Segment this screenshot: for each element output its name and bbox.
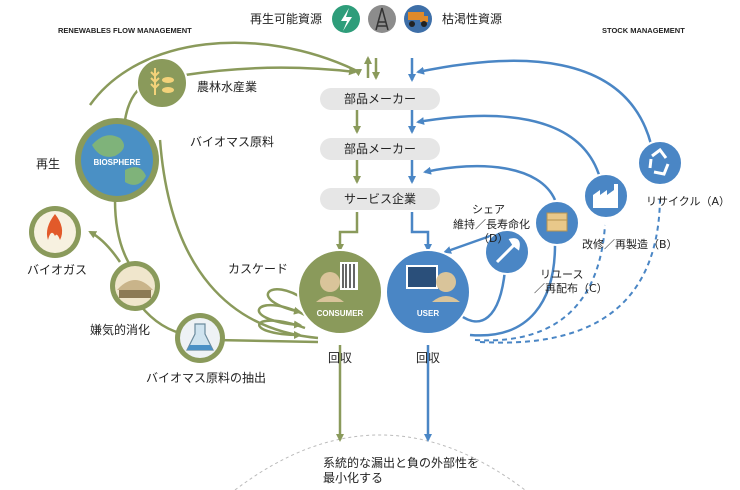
cascade-loop-3 [257,319,306,339]
maintain-label: 維持／長寿命化 [453,217,530,231]
user-label: USER [417,309,439,318]
arc-anaer-gas [88,230,122,263]
renewable-flows [88,41,380,442]
biomass-extraction-node [175,313,225,363]
reuse-label: リユース [540,268,583,281]
arc-extract-consumer [214,338,319,344]
wrench-icon [495,238,520,264]
parts-maker-box-1: 部品メーカー [320,88,440,110]
bottom-text-line2: 最小化する [323,471,383,485]
arc-bio-anaer [113,199,132,266]
share-label: シェア [472,203,505,216]
arc-recycle [416,59,657,166]
monitor-icon [406,265,438,289]
person-head-icon [320,272,340,292]
arc-remanufacture [416,114,602,179]
arc-top [88,41,363,106]
flow-b-v3 [410,212,432,252]
agriculture-label: 農林水産業 [197,79,257,94]
cascade-label: カスケード [228,262,288,276]
box-package-icon [546,212,568,232]
arc-low-b [474,224,606,342]
biomass-material-label: バイオマス原料 [190,135,274,149]
flame-icon [46,214,63,240]
consumer-node: CONSUMER [297,249,383,335]
biosphere-label: BIOSPHERE [93,158,141,167]
remanufacture-node [583,173,629,219]
consumer-collection-label: 回収 [328,351,352,365]
arc-low-a [479,194,661,344]
user-node: USER [385,249,471,335]
parts-maker-box-2: 部品メーカー [320,138,440,160]
maintain-letter-label: （D） [478,232,508,245]
continent-shape-2 [125,167,146,185]
flow-v3 [336,212,359,252]
biomass-extraction-label: バイオマス原料の抽出 [146,371,266,385]
digester-dome-icon [117,280,153,290]
continent-shape [92,135,124,157]
person-head-icon [436,272,456,292]
anaerobic-digestion-node [110,261,160,311]
bottom-text-line1: 系統的な漏出と負の外部性を [323,455,479,470]
redistribute-label: ／再配布（C） [534,282,608,295]
stock-flows [408,58,657,442]
arc-low-d [459,269,507,323]
renewables-flow-title: RENEWABLES FLOW MANAGEMENT [58,26,192,35]
recycle-node [637,140,683,186]
renewable-resource-label: 再生可能資源 [250,12,322,26]
user-collection-label: 回収 [416,351,440,365]
oil-derrick-icon [368,5,396,33]
agriculture-node [136,57,188,109]
consumer-label: CONSUMER [317,309,364,318]
biosphere-node: BIOSPHERE [75,118,159,202]
stock-management-title: STOCK MANAGEMENT [602,26,685,35]
arc-low-c [469,244,557,337]
regeneration-label: 再生 [36,157,60,171]
finite-resource-label: 枯渇性資源 [442,11,502,26]
dashed-returns [474,194,661,344]
service-provider-label: サービス企業 [344,191,416,206]
service-provider-box: サービス企業 [320,188,440,210]
reuse-node [534,200,580,246]
biogas-label: バイオガス [27,263,87,277]
anaerobic-digestion-label: 嫌気的消化 [90,322,150,337]
parts-maker-1-label: 部品メーカー [344,91,416,106]
remanufacture-label: 改修／再製造（B） [582,237,678,251]
recycle-label: リサイクル（A） [646,195,730,208]
factory-icon [593,184,618,208]
arc-reuse [423,164,557,201]
arc-biomass-material [158,139,319,340]
arc-agri-top [184,66,357,77]
leakage-boundary [234,434,526,490]
parts-maker-2-label: 部品メーカー [344,141,416,156]
recycle-icon [648,147,670,176]
arc-maintain [443,233,494,254]
mining-truck-icon [404,5,432,33]
maintain-node [484,229,530,275]
biogas-node [29,206,81,258]
renewable-resource-icon [332,5,360,33]
wheat-fish-icon [150,68,174,95]
